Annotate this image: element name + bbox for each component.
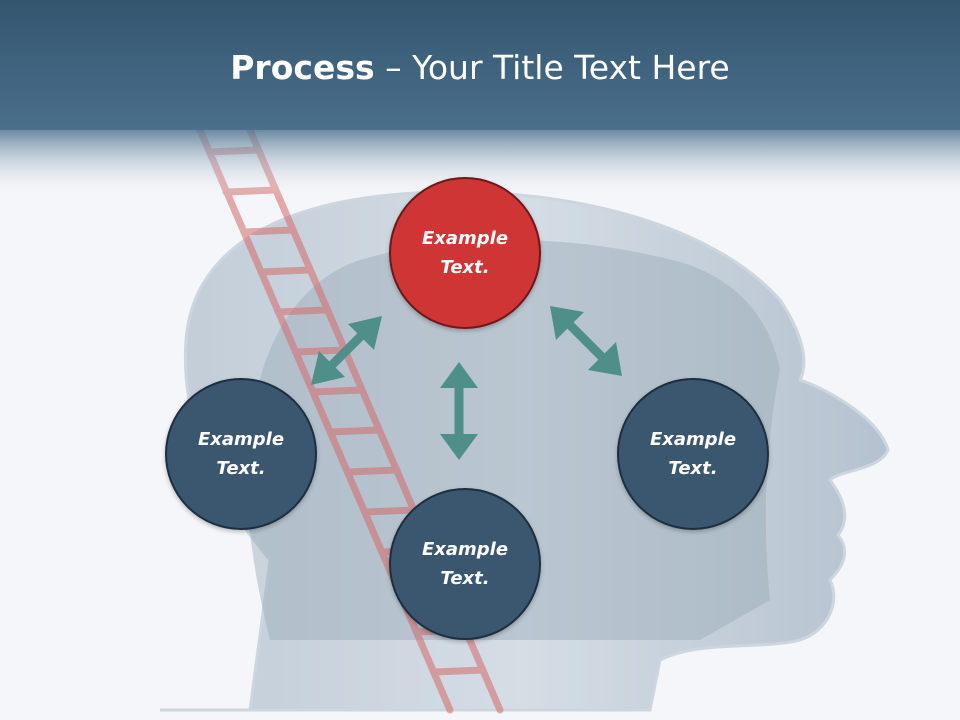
page-title: Process – Your Title Text Here bbox=[0, 48, 960, 87]
title-bold: Process bbox=[230, 48, 375, 87]
node-left[interactable]: Example Text. bbox=[165, 378, 317, 530]
head-silhouette bbox=[160, 190, 890, 712]
title-rest: – Your Title Text Here bbox=[374, 48, 730, 87]
node-bottom[interactable]: Example Text. bbox=[389, 488, 541, 640]
arrow-top-left bbox=[311, 316, 382, 385]
node-right[interactable]: Example Text. bbox=[617, 378, 769, 530]
connector-arrows bbox=[311, 306, 622, 460]
header-bar bbox=[0, 0, 960, 130]
arrow-top-right bbox=[550, 306, 622, 376]
node-top-label: Example Text. bbox=[421, 228, 509, 278]
node-left-label: Example Text. bbox=[197, 429, 285, 479]
arrow-center-vertical bbox=[440, 362, 478, 460]
node-bottom-label: Example Text. bbox=[421, 539, 509, 589]
node-right-label: Example Text. bbox=[649, 429, 737, 479]
node-top[interactable]: Example Text. bbox=[389, 177, 541, 329]
